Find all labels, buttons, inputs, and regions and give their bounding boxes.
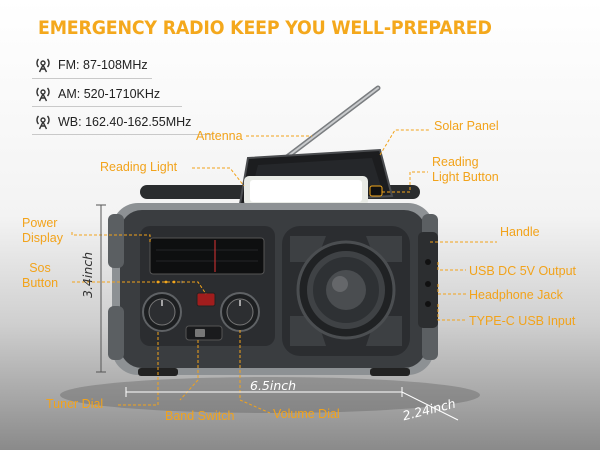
- callout-lines: [71, 129, 497, 414]
- divider: [32, 106, 182, 107]
- bumper: [108, 214, 124, 268]
- dimension-height: 3.4inch: [80, 251, 95, 298]
- floor-shadow: [60, 377, 480, 413]
- reading-light-button-callout: [382, 171, 428, 193]
- label-handle: Handle: [500, 225, 540, 239]
- spec-wb: WB: 162.40-162.55MHz: [34, 113, 191, 131]
- side-ports: [418, 232, 438, 328]
- spec-am-text: AM: 520-1710KHz: [58, 87, 161, 101]
- spec-wb-text: WB: 162.40-162.55MHz: [58, 115, 192, 129]
- volume-dial: [220, 292, 260, 332]
- spec-am: AM: 520-1710KHz: [34, 85, 160, 103]
- spec-fm-text: FM: 87-108MHz: [58, 58, 148, 72]
- dimension-width: 6.5inch: [250, 378, 297, 393]
- divider: [32, 134, 212, 135]
- tuner-dial: [142, 292, 182, 332]
- antenna-signal-icon: [36, 87, 50, 102]
- tuner-dial-callout: [118, 332, 159, 406]
- antenna-signal-icon: [36, 115, 50, 130]
- reading-light-callout: [192, 167, 245, 187]
- label-usb-dc: USB DC 5V Output: [469, 264, 576, 278]
- label-reading-light: Reading Light: [100, 160, 178, 174]
- label-type-c: TYPE-C USB Input: [469, 314, 576, 328]
- foot: [370, 368, 410, 376]
- label-volume-dial: Volume Dial: [273, 407, 340, 421]
- band-switch-callout: [179, 340, 199, 401]
- divider: [32, 78, 152, 79]
- antenna-signal-icon: [36, 58, 50, 73]
- type-c-callout: [437, 304, 466, 321]
- label-power-display: Power Display: [22, 216, 63, 245]
- bumper: [108, 306, 124, 360]
- label-headphone-jack: Headphone Jack: [469, 288, 563, 302]
- headline: EMERGENCY RADIO KEEP YOU WELL-PREPARED: [38, 18, 492, 39]
- label-tuner-dial: Tuner Dial: [46, 397, 104, 411]
- solar-panel-callout: [379, 129, 430, 156]
- label-antenna: Antenna: [196, 129, 243, 143]
- volume-dial-callout: [239, 330, 271, 414]
- label-reading-light-button: Reading Light Button: [432, 155, 499, 184]
- sos-button: [196, 292, 216, 307]
- reading-light-button: [369, 185, 383, 197]
- usb-dc-callout: [437, 262, 466, 271]
- power-display-callout: [71, 232, 151, 244]
- frequency-dial-display: [149, 237, 265, 275]
- dimension-lines: [96, 204, 459, 421]
- sos-button-callout: [72, 281, 207, 295]
- label-band-switch: Band Switch: [165, 409, 235, 423]
- spec-fm: FM: 87-108MHz: [34, 56, 148, 74]
- label-solar-panel: Solar Panel: [434, 119, 499, 133]
- label-sos-button: Sos Button: [22, 261, 59, 290]
- headphone-jack-callout: [437, 284, 466, 295]
